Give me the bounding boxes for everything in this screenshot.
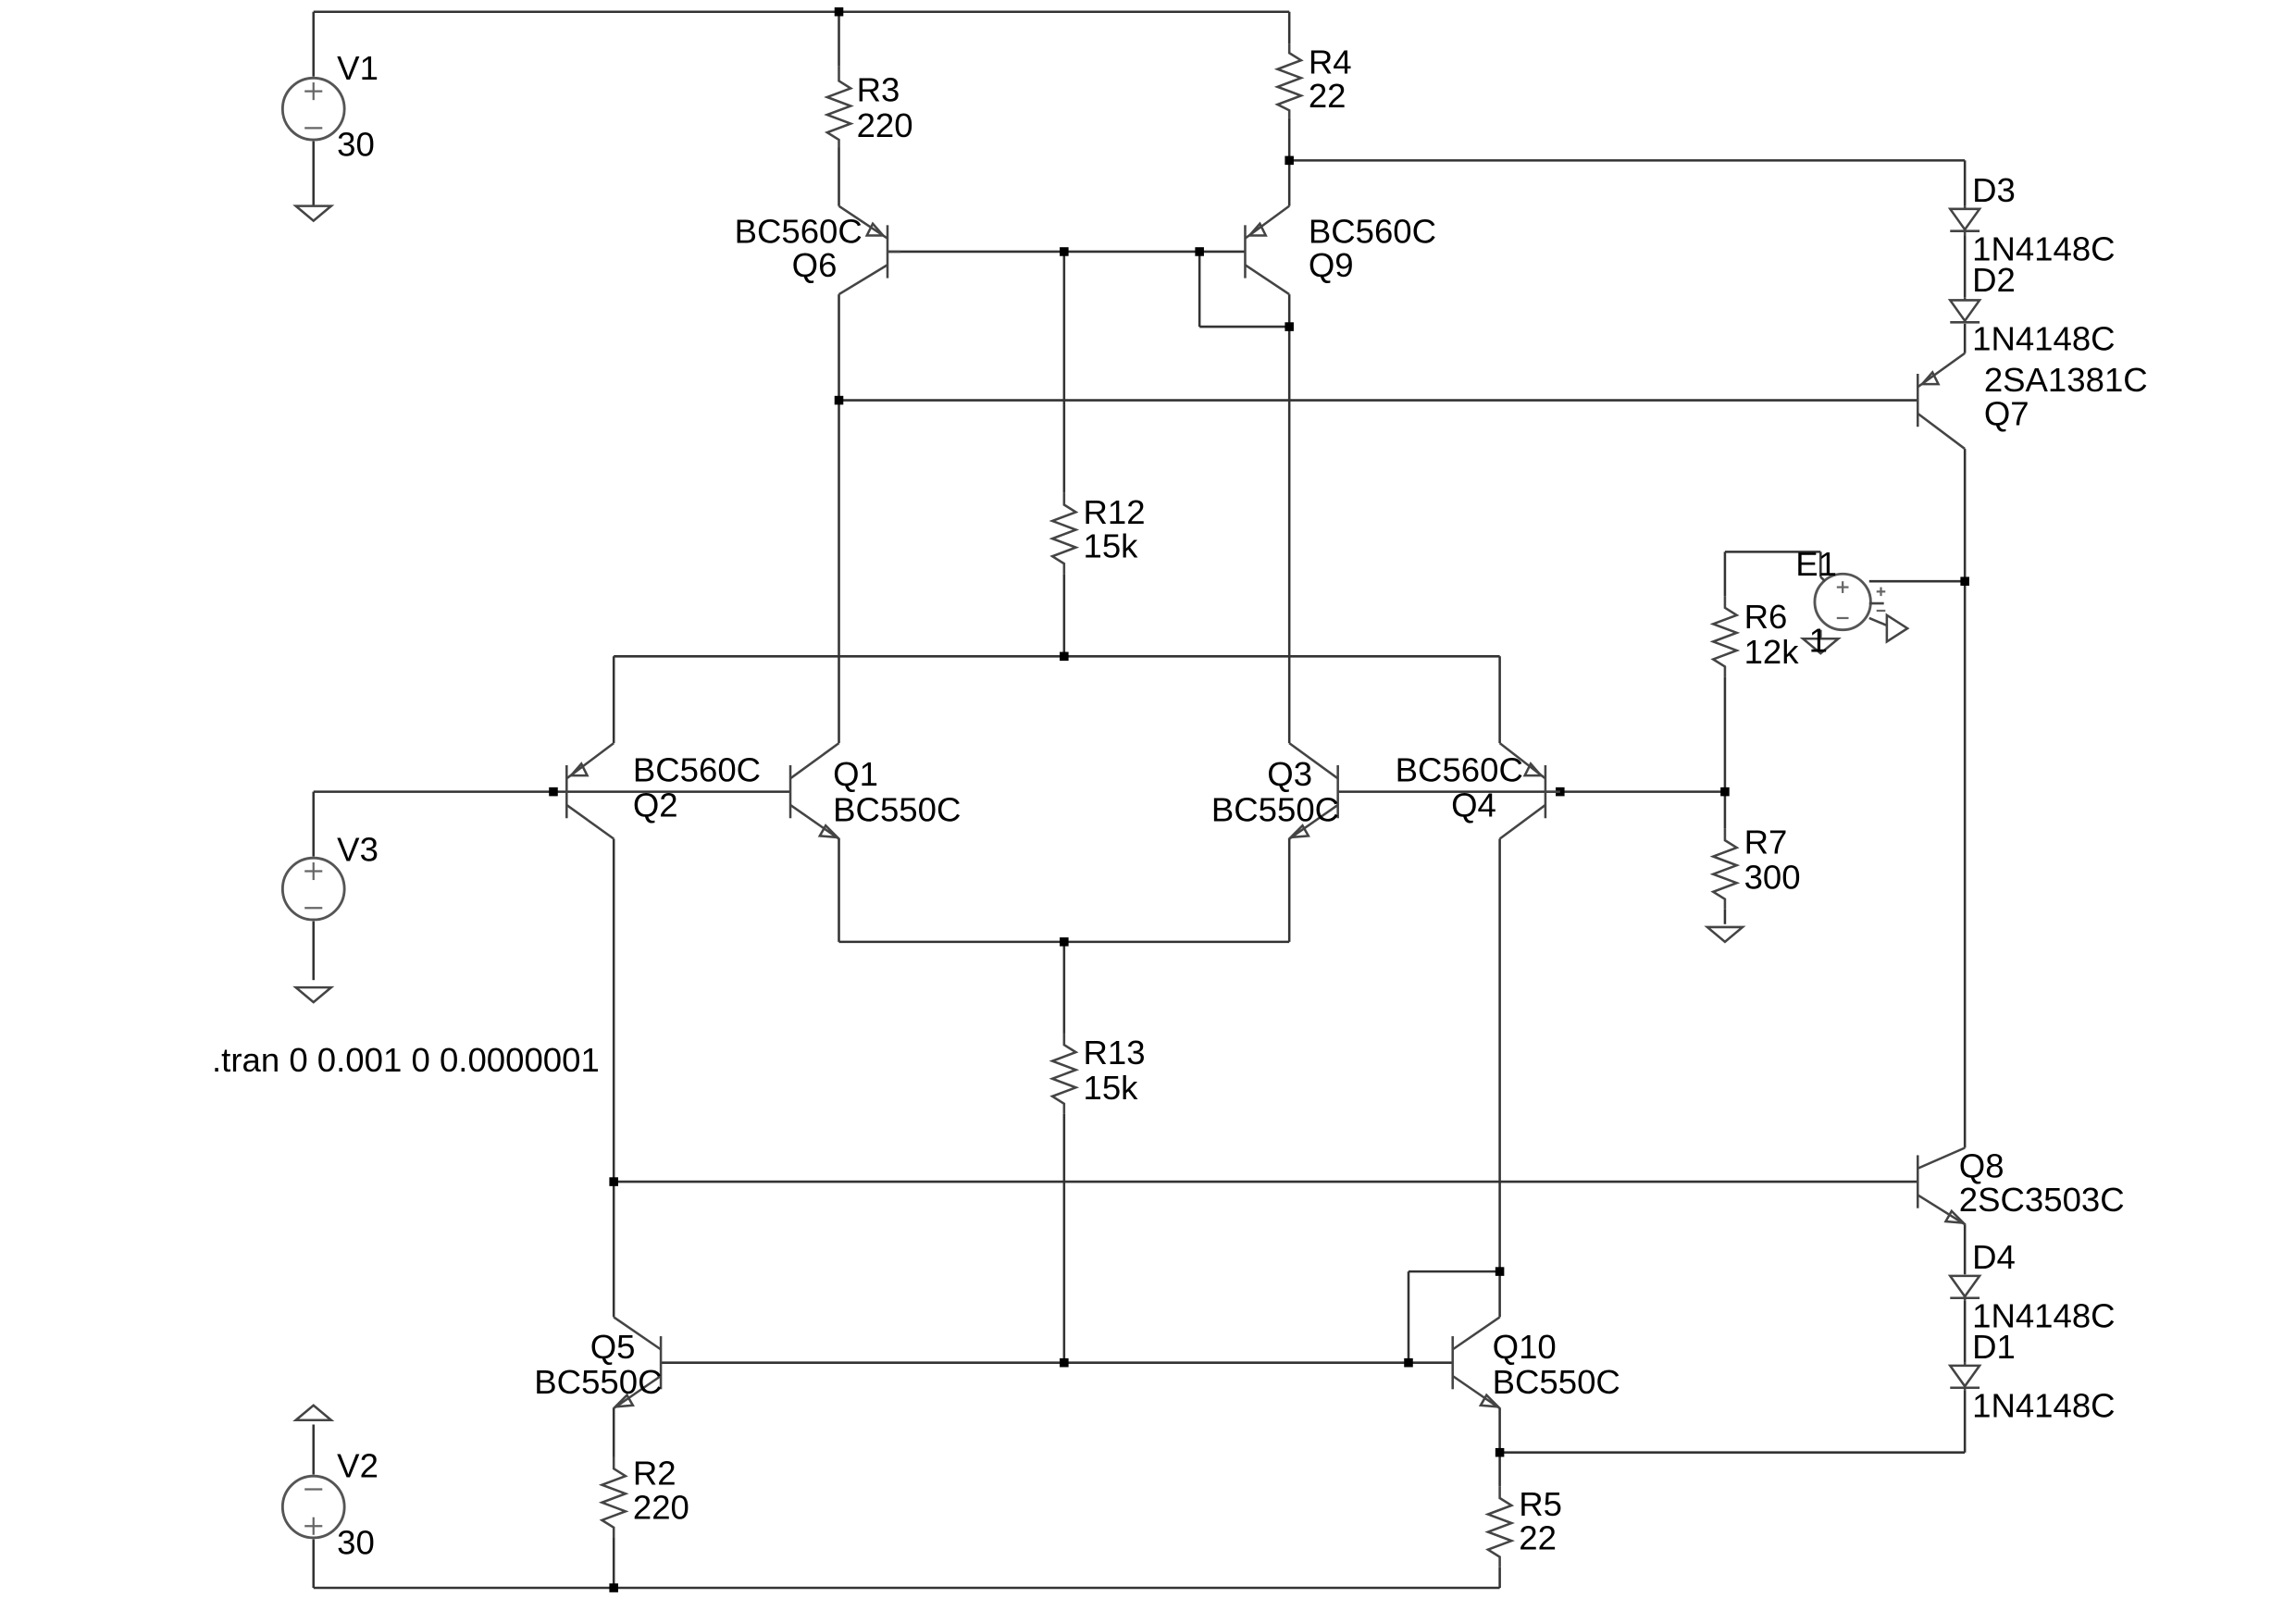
q8-model: 2SC3503C (1959, 1181, 2125, 1219)
transistor-q8: Q8 2SC3503C (1916, 1146, 2125, 1226)
resistor-r5: R5 22 (1484, 1485, 1562, 1567)
q5-name: Q5 (590, 1328, 636, 1366)
d1-name: D1 (1972, 1328, 2016, 1366)
d3-name: D3 (1972, 171, 2016, 209)
q6-model: BC560C (735, 212, 863, 250)
q6-name: Q6 (792, 246, 838, 284)
q9-name: Q9 (1309, 246, 1354, 284)
r12-value: 15k (1084, 527, 1139, 565)
r2-name: R2 (633, 1455, 676, 1493)
r13-name: R13 (1084, 1034, 1146, 1072)
v2-name: V2 (337, 1447, 379, 1485)
r13-value: 15k (1084, 1069, 1139, 1107)
spice-directive: .tran 0 0.001 0 0.0000001 (212, 1041, 600, 1079)
diode-d2: D2 1N4148C (1947, 261, 2116, 358)
q10-model: BC550C (1493, 1363, 1620, 1401)
transistor-q10: Q10 BC550C (1451, 1316, 1620, 1410)
transistor-q3: Q3 BC550C (1211, 742, 1339, 840)
transistor-q1: Q1 BC550C (788, 742, 961, 840)
v1-name: V1 (337, 49, 379, 87)
resistor-r4: R4 22 (1273, 43, 1352, 118)
r6-name: R6 (1744, 598, 1788, 636)
transistor-q7: 2SA1381C Q7 (1916, 352, 2148, 451)
v1-value: 30 (337, 126, 375, 164)
q3-name: Q3 (1267, 755, 1312, 793)
diode-d4: D4 1N4148C (1947, 1238, 2116, 1335)
resistor-r3: R3 220 (824, 66, 913, 148)
resistor-r13: R13 15k (1049, 1033, 1146, 1114)
r6-value: 12k (1744, 633, 1800, 671)
r2-value: 220 (633, 1488, 689, 1526)
q10-name: Q10 (1493, 1328, 1557, 1366)
transistor-q2: BC560C Q2 (565, 742, 761, 840)
d1-model: 1N4148C (1972, 1387, 2115, 1425)
ground-icon (292, 985, 335, 1004)
transistor-q6: BC560C Q6 (735, 204, 901, 296)
q2-name: Q2 (633, 787, 678, 824)
q9-model: BC560C (1309, 212, 1436, 250)
q7-name: Q7 (1984, 395, 2029, 433)
transistor-q5: Q5 BC550C (534, 1316, 663, 1410)
q4-model: BC560C (1396, 750, 1523, 788)
r12-name: R12 (1084, 493, 1146, 531)
voltage-source-v1: V1 30 (280, 49, 379, 164)
e1-value: 1 (1809, 622, 1828, 660)
r5-name: R5 (1519, 1485, 1562, 1523)
ground-icon (292, 1404, 335, 1421)
d3-model: 1N4148C (1972, 229, 2115, 267)
ground-symbols (292, 204, 1842, 1421)
r7-name: R7 (1744, 823, 1788, 861)
q1-model: BC550C (833, 790, 961, 828)
ground-icon (292, 204, 335, 223)
diode-d3: D3 1N4148C (1947, 171, 2116, 267)
r4-name: R4 (1309, 43, 1352, 81)
vcvs-e1: E1 1 (1795, 545, 1910, 660)
resistor-r7: R7 300 (1709, 823, 1801, 910)
voltage-source-v3: V3 (280, 830, 379, 922)
q3-model: BC550C (1211, 790, 1339, 828)
d4-model: 1N4148C (1972, 1297, 2115, 1335)
voltage-source-v2: V2 30 (280, 1447, 379, 1561)
r7-value: 300 (1744, 859, 1801, 897)
transistor-q4: BC560C Q4 (1396, 742, 1560, 840)
q2-model: BC560C (633, 750, 761, 788)
ground-icon (1704, 925, 1746, 944)
r5-value: 22 (1519, 1519, 1557, 1557)
q7-model: 2SA1381C (1984, 361, 2148, 399)
r4-value: 22 (1309, 77, 1347, 115)
resistor-r6: R6 12k (1709, 596, 1800, 677)
diode-d1: D1 1N4148C (1947, 1328, 2116, 1425)
d2-model: 1N4148C (1972, 320, 2115, 358)
resistor-r2: R2 220 (598, 1455, 689, 1538)
transistor-q9: BC560C Q9 (1244, 204, 1436, 296)
r3-name: R3 (857, 71, 900, 109)
e1-name: E1 (1795, 545, 1837, 583)
d4-name: D4 (1972, 1238, 2016, 1276)
q4-name: Q4 (1451, 787, 1496, 824)
resistor-r12: R12 15k (1049, 492, 1146, 575)
v2-value: 30 (337, 1523, 375, 1561)
q1-name: Q1 (833, 755, 878, 793)
q5-model: BC550C (534, 1363, 662, 1401)
v3-name: V3 (337, 830, 379, 868)
wires (312, 10, 1967, 1590)
q8-name: Q8 (1959, 1146, 2004, 1184)
d2-name: D2 (1972, 261, 2016, 299)
r3-value: 220 (857, 106, 913, 144)
